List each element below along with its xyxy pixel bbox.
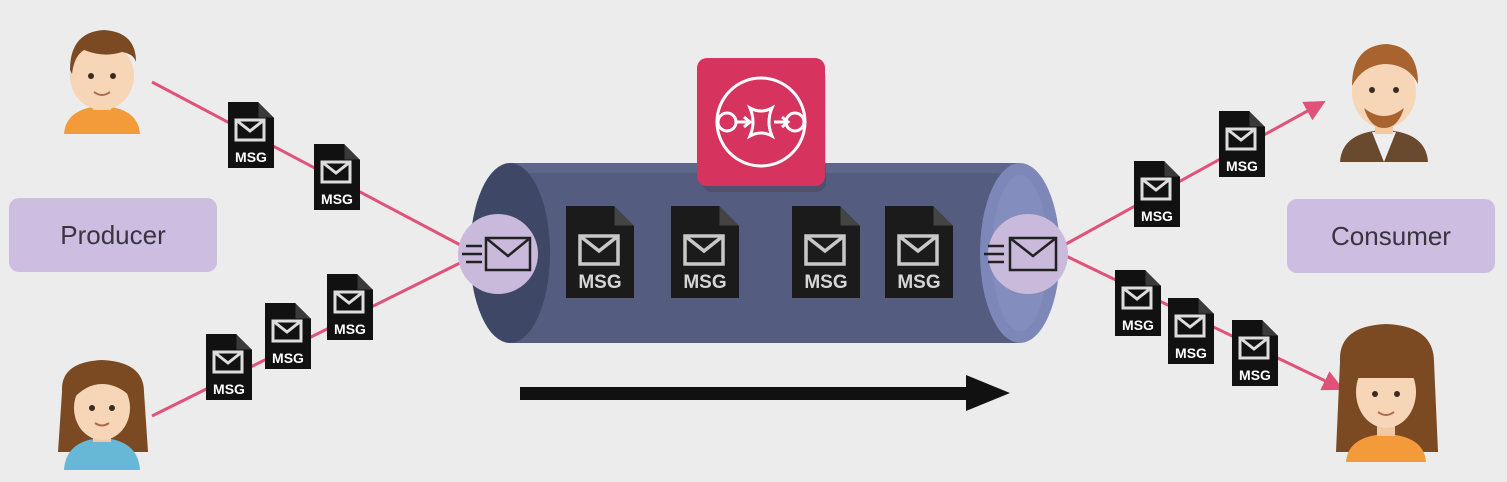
flow-direction-arrow xyxy=(520,375,1010,411)
message-document-icon xyxy=(1230,318,1280,388)
consumer-woman-avatar xyxy=(1336,324,1438,462)
producer-label: Producer xyxy=(9,198,217,272)
message-document-icon xyxy=(226,100,276,170)
consumer-man-flow-line xyxy=(1065,100,1326,246)
queued-message-icon xyxy=(883,204,955,300)
producer-man-flow-line xyxy=(151,80,467,250)
queued-message-icon xyxy=(669,204,741,300)
message-document-icon xyxy=(263,301,313,371)
consumer-label: Consumer xyxy=(1287,199,1495,273)
producer-woman-avatar xyxy=(58,360,148,470)
consumer-man-avatar xyxy=(1340,44,1428,162)
message-document-icon xyxy=(312,142,362,212)
message-document-icon xyxy=(1217,109,1267,179)
queue-exit-envelope-icon xyxy=(984,214,1068,294)
queue-entry-envelope-icon xyxy=(458,214,538,294)
message-document-icon xyxy=(1166,296,1216,366)
queue-service-icon xyxy=(697,58,826,192)
message-document-icon xyxy=(1113,268,1163,338)
flow-lines xyxy=(151,80,1344,418)
queued-message-icon xyxy=(564,204,636,300)
producer-label-text: Producer xyxy=(60,219,166,250)
message-document-icon xyxy=(204,332,254,402)
producer-man-avatar xyxy=(64,30,140,134)
queued-message-icon xyxy=(790,204,862,300)
message-document-icon xyxy=(1132,159,1182,229)
consumer-label-text: Consumer xyxy=(1331,220,1451,251)
message-document-icon xyxy=(325,272,375,342)
